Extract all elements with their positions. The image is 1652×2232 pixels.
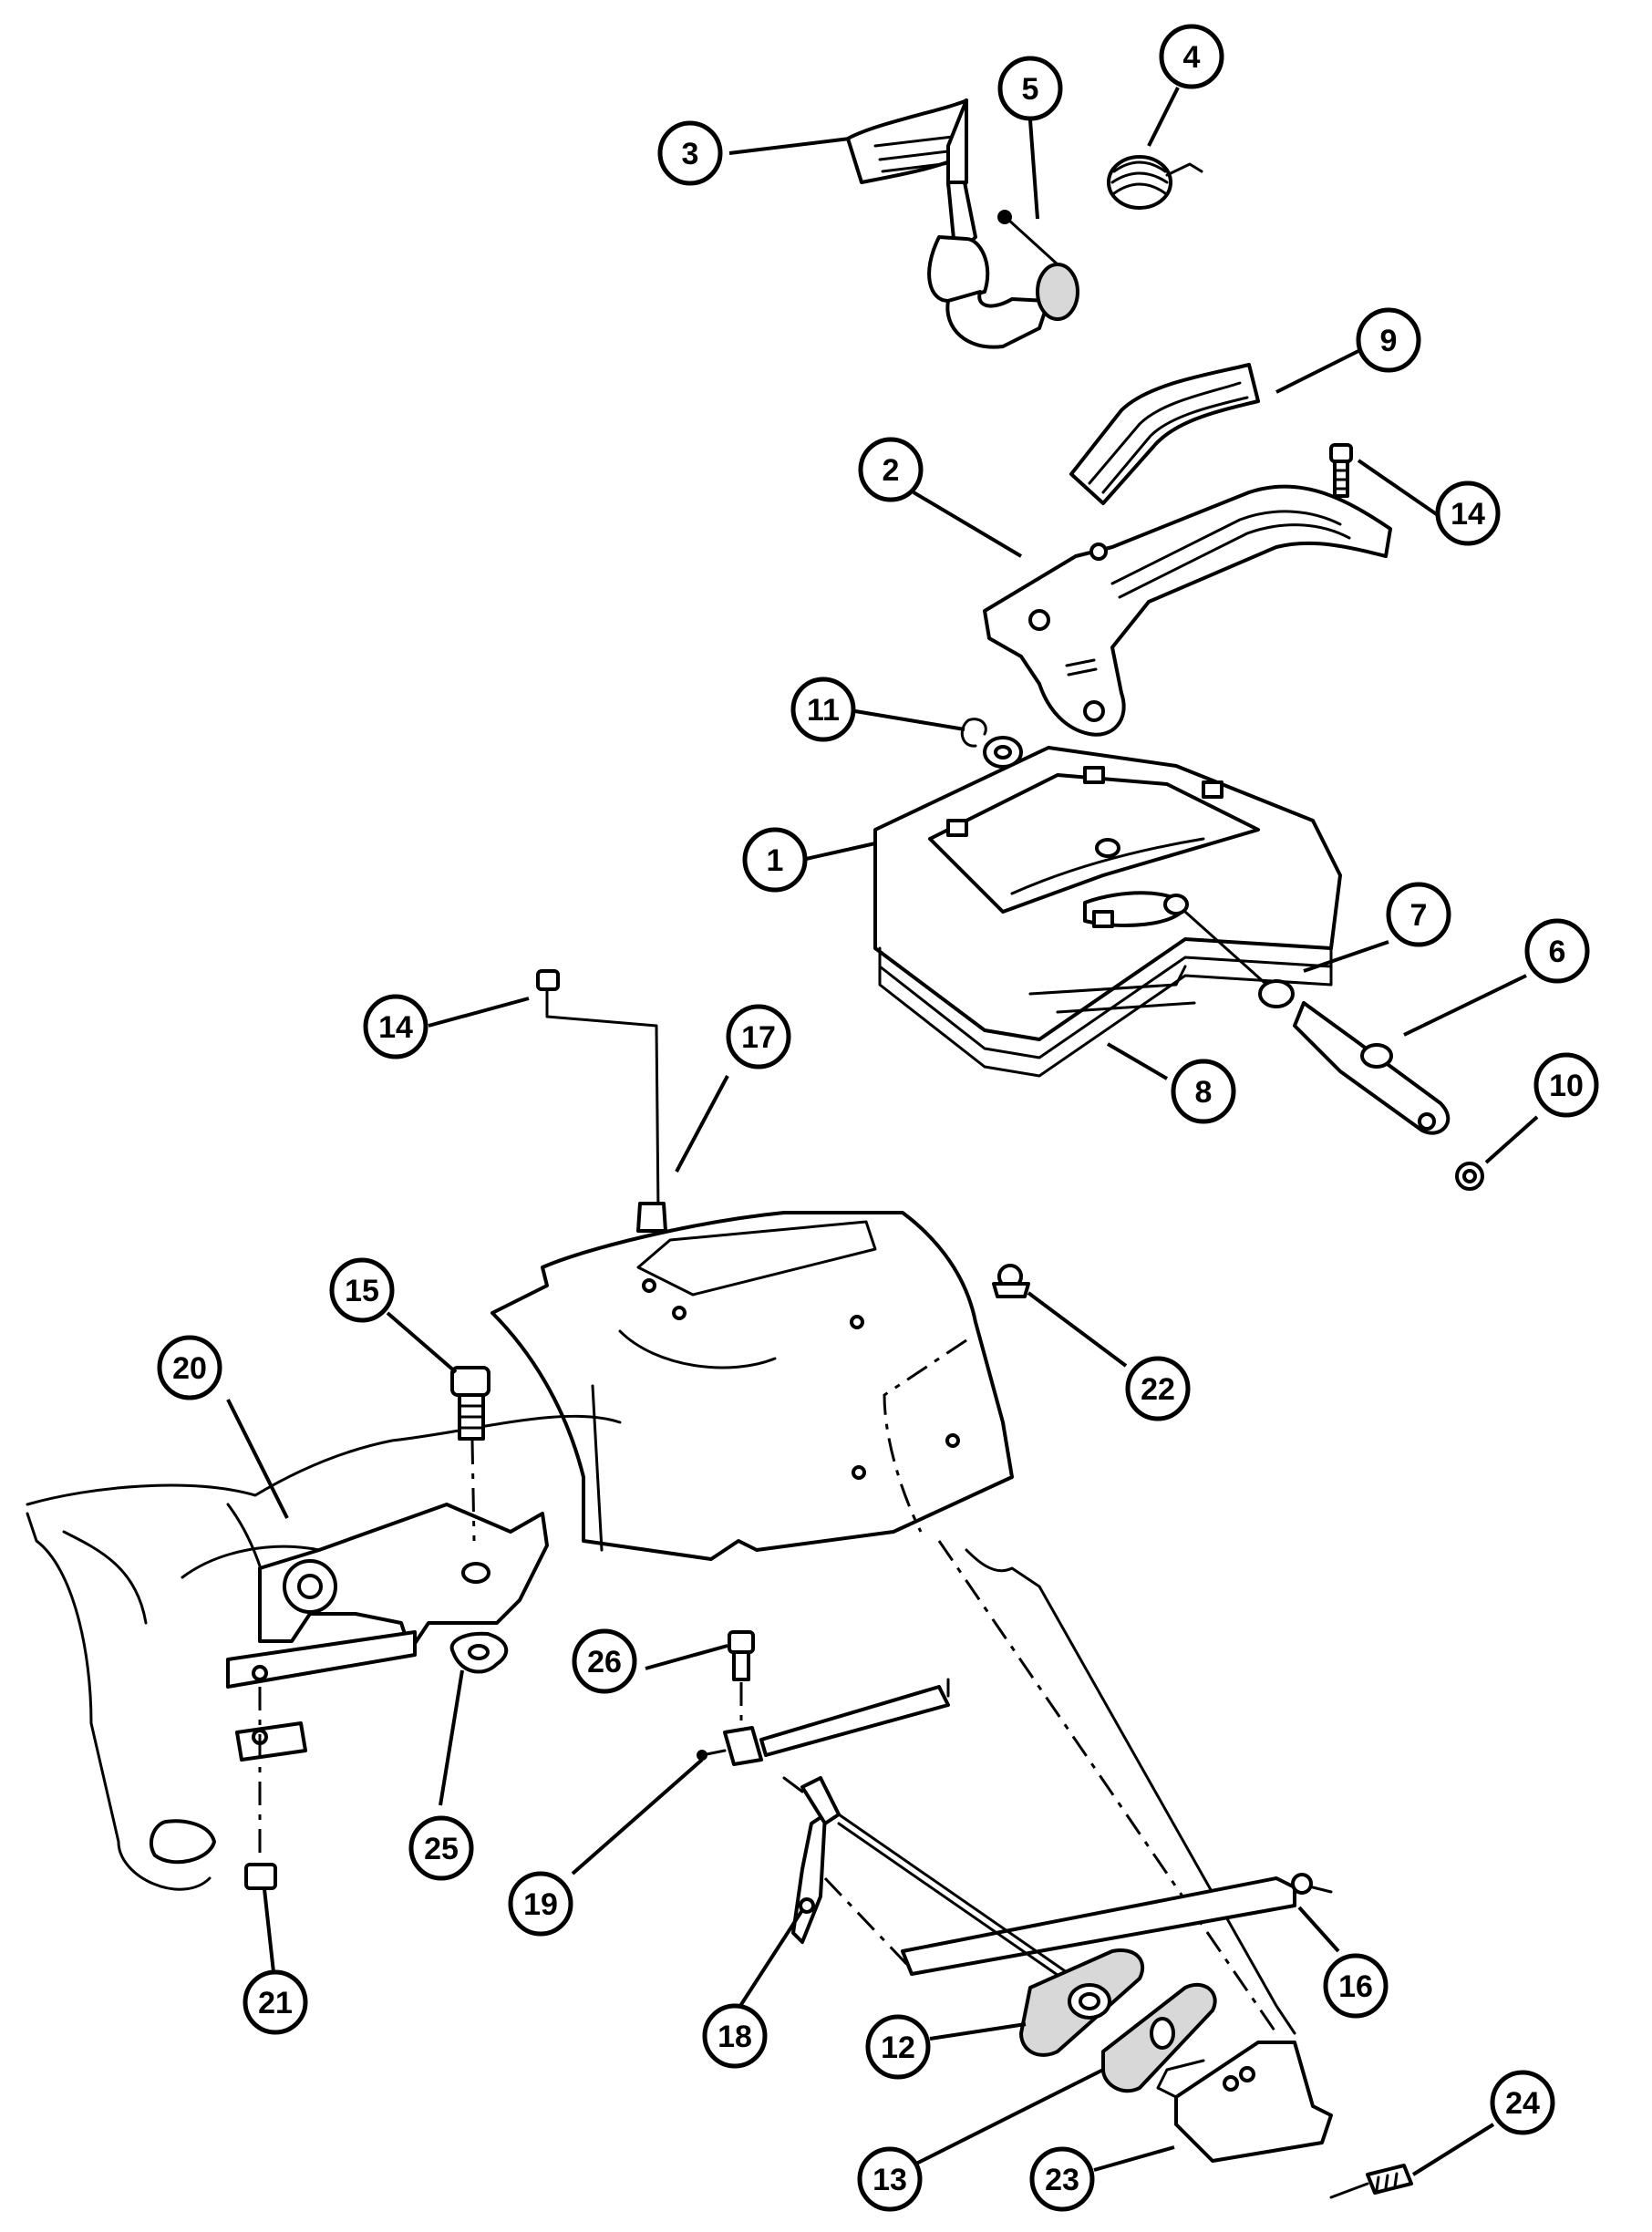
svg-text:17: 17 (741, 1020, 776, 1055)
part-cable (937, 1540, 1296, 2035)
callout-18: 18 (702, 2003, 768, 2069)
part-cable-bracket (1156, 2041, 1333, 2163)
svg-text:11: 11 (807, 693, 840, 728)
callout-2: 2 (858, 437, 924, 502)
svg-text:12: 12 (881, 2030, 915, 2065)
part-bolt-15 (450, 1366, 490, 1542)
part-adjuster (697, 1678, 950, 1766)
part-pad (1069, 363, 1260, 505)
svg-text:8: 8 (1195, 1075, 1213, 1110)
svg-text:1: 1 (767, 843, 784, 878)
callout-22: 22 (1125, 1356, 1191, 1421)
svg-text:20: 20 (172, 1351, 207, 1386)
svg-text:22: 22 (1141, 1372, 1175, 1407)
svg-text:25: 25 (424, 1832, 459, 1866)
callout-14-upper: 14 (1435, 480, 1501, 546)
callout-24: 24 (1490, 2070, 1555, 2135)
svg-text:24: 24 (1505, 2086, 1540, 2121)
part-gasket-layers (1028, 965, 1196, 1014)
svg-text:3: 3 (682, 137, 699, 171)
callout-3: 3 (657, 120, 723, 186)
part-screw-24 (1329, 2164, 1413, 2199)
part-spring (1107, 155, 1203, 210)
svg-text:18: 18 (718, 2020, 752, 2054)
callout-8: 8 (1171, 1059, 1236, 1124)
callout-14-lower: 14 (363, 994, 428, 1059)
part-screw-upper (1329, 443, 1353, 498)
callout-16: 16 (1323, 1953, 1389, 2019)
svg-text:23: 23 (1045, 2163, 1079, 2197)
callout-25: 25 (408, 1815, 474, 1881)
svg-text:7: 7 (1410, 898, 1428, 933)
svg-text:13: 13 (872, 2163, 907, 2197)
part-detent-arm (1183, 910, 1451, 1135)
svg-text:5: 5 (1022, 72, 1039, 107)
callout-9: 9 (1356, 307, 1421, 373)
svg-text:2: 2 (883, 453, 900, 488)
callout-19: 19 (508, 1871, 573, 1937)
callout-15: 15 (329, 1257, 395, 1323)
callout-7: 7 (1386, 882, 1451, 947)
part-bolt-26 (728, 1630, 755, 1723)
part-link-rod (823, 1873, 1333, 1976)
callout-17: 17 (726, 1004, 791, 1070)
svg-text:26: 26 (587, 1645, 622, 1679)
part-pin (997, 210, 1059, 266)
callout-23: 23 (1029, 2146, 1095, 2212)
svg-text:10: 10 (1549, 1069, 1584, 1103)
svg-text:6: 6 (1549, 935, 1566, 969)
svg-text:15: 15 (345, 1274, 379, 1308)
callout-5: 5 (997, 56, 1063, 121)
callout-11: 11 (790, 677, 856, 742)
callout-12: 12 (865, 2014, 931, 2080)
part-clip (960, 718, 1023, 769)
part-nut-25 (449, 1562, 509, 1674)
part-shift-lever (846, 98, 1079, 349)
part-grommet (1019, 1948, 1145, 2057)
svg-text:19: 19 (523, 1887, 558, 1922)
leader-lines (226, 87, 1539, 2176)
callout-6: 6 (1524, 918, 1590, 984)
svg-text:14: 14 (1451, 497, 1485, 532)
svg-text:4: 4 (1183, 40, 1201, 75)
callout-10: 10 (1533, 1052, 1599, 1118)
part-bracket (983, 484, 1392, 737)
svg-text:21: 21 (258, 1986, 293, 2020)
part-screw-22 (992, 1264, 1030, 1298)
callout-13: 13 (857, 2146, 923, 2212)
part-nut (1455, 1162, 1484, 1191)
callout-21: 21 (243, 1969, 308, 2035)
svg-text:9: 9 (1380, 324, 1398, 358)
callout-26: 26 (572, 1628, 637, 1694)
part-shift-cable (837, 1813, 1078, 1989)
callout-20: 20 (157, 1335, 222, 1400)
svg-text:16: 16 (1338, 1969, 1373, 2004)
part-nut-21 (244, 1687, 277, 1890)
part-bellcrank (782, 1776, 841, 1944)
callout-4: 4 (1159, 24, 1224, 89)
part-housing (873, 746, 1342, 1078)
callout-1: 1 (742, 827, 808, 893)
part-cover-plate (490, 1211, 1014, 1561)
part-seal (1101, 1982, 1217, 2093)
part-bolt-lower (536, 969, 660, 1214)
svg-text:14: 14 (378, 1010, 413, 1045)
part-mount-bracket (149, 1503, 549, 1865)
